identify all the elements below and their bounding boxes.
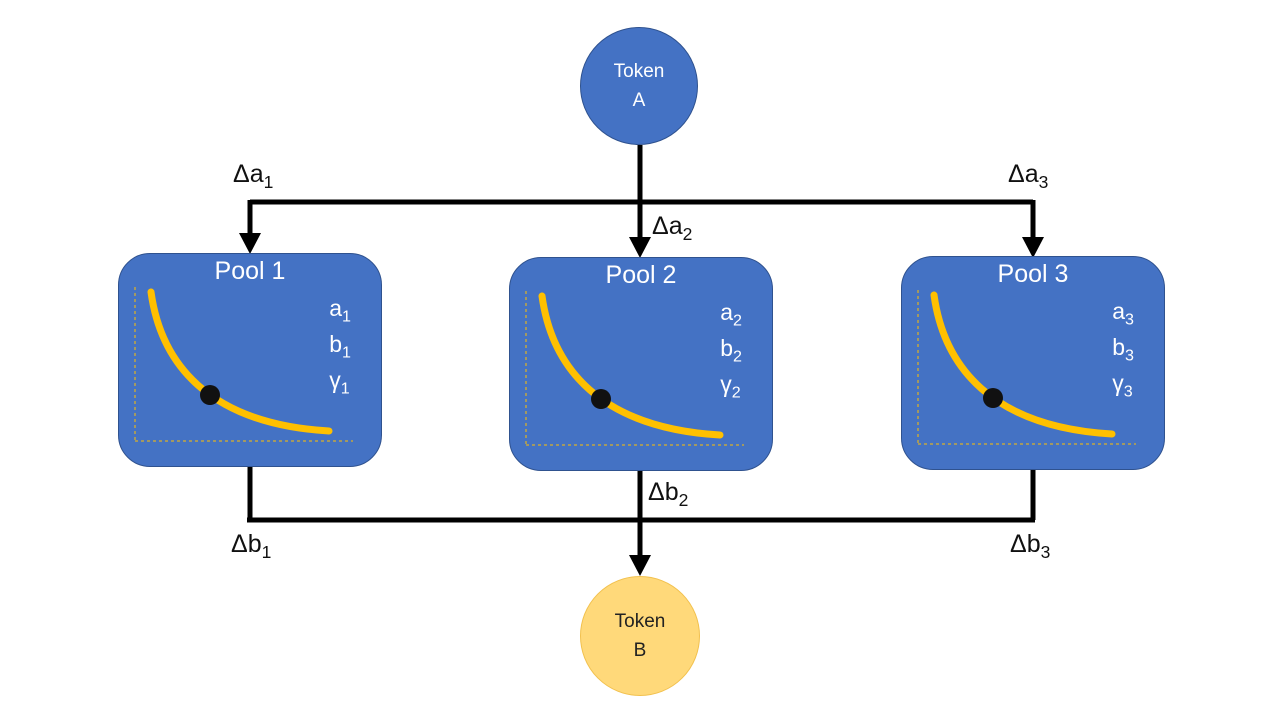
pool-1-bonding-curve xyxy=(147,288,333,435)
token-b-node: Token B xyxy=(580,576,700,696)
pool-2: Pool 2 a2 b2 γ2 xyxy=(509,257,773,471)
delta-b3-label: Δb3 xyxy=(1010,530,1051,563)
pool-3-title: Pool 3 xyxy=(997,260,1069,288)
pool-3-params: a3 b3 γ3 xyxy=(1112,298,1134,401)
pool-2-bonding-curve xyxy=(538,292,724,439)
pool-3-price-point xyxy=(983,388,1003,408)
pool-2-curve-chart xyxy=(525,291,744,446)
delta-a1-label: Δa1 xyxy=(233,160,274,193)
arrowhead-token-b xyxy=(629,555,651,576)
pool-2-title: Pool 2 xyxy=(605,261,677,289)
delta-a3-label: Δa3 xyxy=(1008,160,1049,193)
token-b-label: Token xyxy=(614,611,666,632)
arrowhead-pool-2 xyxy=(629,237,651,258)
arrowhead-pool-3 xyxy=(1022,237,1044,258)
pool-3-bonding-curve xyxy=(930,291,1116,438)
delta-b1-label: Δb1 xyxy=(231,530,272,563)
pool-3-curve-chart xyxy=(917,290,1136,445)
token-a-letter: A xyxy=(632,90,646,111)
pool-2-price-point xyxy=(591,389,611,409)
token-a-node: Token A xyxy=(580,27,698,145)
pool-2-params: a2 b2 γ2 xyxy=(720,299,742,402)
pool-1-price-point xyxy=(200,385,220,405)
pool-1-title: Pool 1 xyxy=(214,257,286,285)
pool-1-params: a1 b1 γ1 xyxy=(329,295,351,398)
arrowhead-pool-1 xyxy=(239,233,261,254)
delta-a2-label: Δa2 xyxy=(652,212,693,245)
delta-b2-label: Δb2 xyxy=(648,478,689,511)
pool-1-curve-chart xyxy=(134,287,353,442)
pool-1: Pool 1 a1 b1 γ1 xyxy=(118,253,382,467)
pool-3: Pool 3 a3 b3 γ3 xyxy=(901,256,1165,470)
token-a-label: Token xyxy=(613,61,665,82)
token-b-letter: B xyxy=(633,640,647,661)
